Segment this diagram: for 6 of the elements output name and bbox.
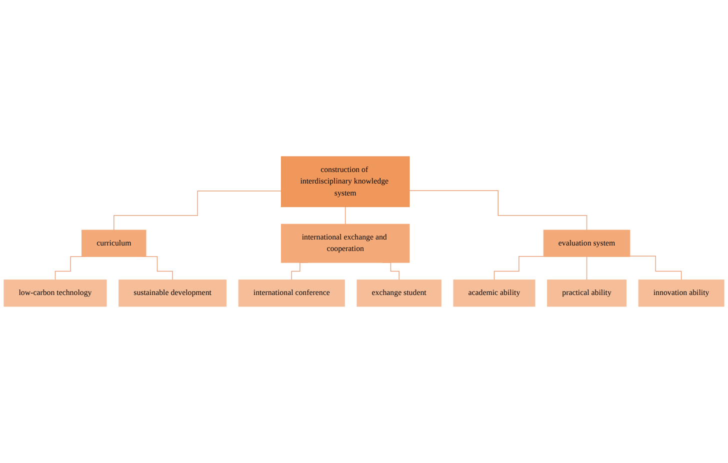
connector xyxy=(344,206,346,224)
connector xyxy=(630,256,682,280)
connector xyxy=(586,256,588,280)
connector xyxy=(494,256,544,280)
connector xyxy=(114,190,282,230)
connector xyxy=(409,190,588,230)
